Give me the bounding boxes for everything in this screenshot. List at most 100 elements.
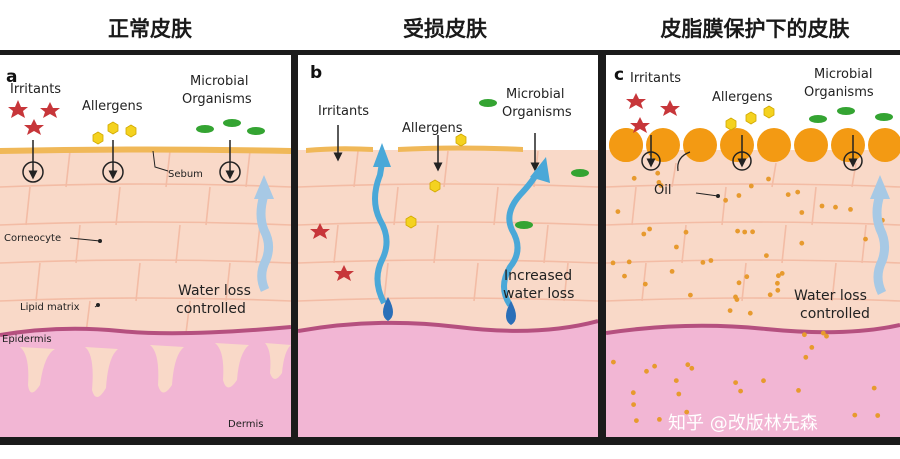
label-controlled: controlled xyxy=(800,306,870,322)
oil-dot xyxy=(733,294,738,300)
oil-dot xyxy=(655,170,661,176)
label-irritants: Irritants xyxy=(10,82,61,97)
oil-dot xyxy=(779,271,785,276)
penetration-arrows xyxy=(333,125,540,172)
microbe-particles xyxy=(479,99,589,229)
oil-dot xyxy=(775,287,781,293)
oil-dot xyxy=(634,418,639,423)
label-allergens: Allergens xyxy=(712,90,773,105)
label-microbial: Microbial xyxy=(190,74,248,89)
oil-sphere xyxy=(757,128,791,162)
panel-normal-skin: a Irritants Allergens Microbial Organism… xyxy=(0,55,291,437)
panel-b-letter: b xyxy=(310,63,322,83)
oil-dot xyxy=(802,332,807,338)
oil-dot xyxy=(684,409,690,415)
corneocyte-point xyxy=(98,239,102,243)
oil-pointer-line xyxy=(695,192,719,197)
oil-dot xyxy=(689,365,695,371)
oil-dot xyxy=(615,209,621,215)
title-damaged-skin: 受损皮肤 xyxy=(403,17,487,41)
oil-dot xyxy=(673,378,679,383)
label-increased: Increased xyxy=(504,268,572,284)
oil-sphere xyxy=(609,128,643,162)
water-loss-arrow xyxy=(256,193,274,292)
oil-dot xyxy=(735,228,740,234)
blocked-arrows xyxy=(22,140,241,183)
dermis-layer xyxy=(298,321,598,437)
oil-dot xyxy=(736,193,742,198)
label-organisms: Organisms xyxy=(182,92,252,107)
water-arrow-head-1 xyxy=(373,143,391,167)
oil-dot xyxy=(630,390,636,396)
corneocyte-pointer xyxy=(69,237,101,242)
oil-dot xyxy=(610,260,616,266)
oil-dot xyxy=(750,229,755,235)
oil-dot xyxy=(676,391,682,397)
oil-dot xyxy=(611,359,616,365)
microbe-particles xyxy=(196,119,265,135)
oil-dot xyxy=(785,192,791,198)
microbe-particles xyxy=(809,107,893,123)
oil-dot xyxy=(803,354,809,360)
water-loss-arrow-1 xyxy=(372,162,390,305)
oil-dot xyxy=(871,385,877,391)
water-arrow-head xyxy=(870,175,890,199)
water-droplet-1 xyxy=(383,297,393,321)
oil-dot xyxy=(626,259,632,265)
panel-a-illustration: a Irritants Allergens Microbial Organism… xyxy=(0,67,291,437)
oil-dot xyxy=(708,258,714,263)
oil-dot xyxy=(647,226,652,232)
oil-dot xyxy=(799,240,805,246)
oil-dot xyxy=(641,231,647,237)
oil-dot xyxy=(669,269,675,274)
panel-c-illustration: c Irritants Allergens Microbial Organism… xyxy=(606,65,900,437)
sebum-layer xyxy=(0,146,291,154)
oil-dot xyxy=(848,207,853,212)
label-allergens: Allergens xyxy=(402,121,463,136)
oil-dot xyxy=(824,333,829,339)
sebum-fragment-2 xyxy=(398,145,523,152)
oil-dot xyxy=(875,413,881,418)
label-water-loss: water loss xyxy=(503,286,574,302)
dermis-layer xyxy=(0,327,291,437)
label-oil: Oil xyxy=(654,183,671,198)
allergen-particles xyxy=(725,105,775,131)
panel-c-letter: c xyxy=(614,65,624,85)
oil-dot xyxy=(674,244,679,250)
panel-a-letter: a xyxy=(6,67,17,87)
oil-dots xyxy=(610,170,885,423)
oil-dot xyxy=(685,362,691,368)
oil-dot xyxy=(631,402,636,407)
oil-dot xyxy=(733,380,738,385)
oil-dot xyxy=(819,203,825,209)
oil-sphere xyxy=(831,128,865,162)
oil-dot xyxy=(656,180,662,185)
lipid-point xyxy=(96,303,100,307)
epidermis-boundary xyxy=(606,323,900,335)
oil-dot xyxy=(683,229,689,235)
oil-dot xyxy=(776,273,781,279)
oil-dot xyxy=(863,236,868,242)
epidermis-boundary xyxy=(298,319,598,333)
dermal-papillae xyxy=(20,343,291,398)
label-corneocyte: Corneocyte xyxy=(4,233,61,244)
sebum-pointer xyxy=(152,150,169,172)
oil-dot xyxy=(747,310,753,316)
label-irritants: Irritants xyxy=(318,104,369,119)
title-normal-skin: 正常皮肤 xyxy=(108,17,192,41)
panel-damaged-skin: b Irritants Allergens Microbial Organism… xyxy=(298,55,598,437)
oil-dot xyxy=(852,412,858,418)
oil-dot xyxy=(761,378,766,384)
blocked-arrows xyxy=(641,135,863,171)
oil-dot xyxy=(657,417,662,422)
oil-dot xyxy=(833,204,838,210)
oil-dot xyxy=(799,210,805,215)
oil-dot xyxy=(742,229,748,235)
bottom-margin xyxy=(0,445,900,459)
water-loss-arrow-2 xyxy=(501,169,541,307)
dermis-layer xyxy=(606,325,900,437)
oil-dot xyxy=(700,260,706,265)
oil-dot xyxy=(744,274,750,280)
oil-dot xyxy=(727,308,733,313)
label-controlled: controlled xyxy=(176,301,246,317)
